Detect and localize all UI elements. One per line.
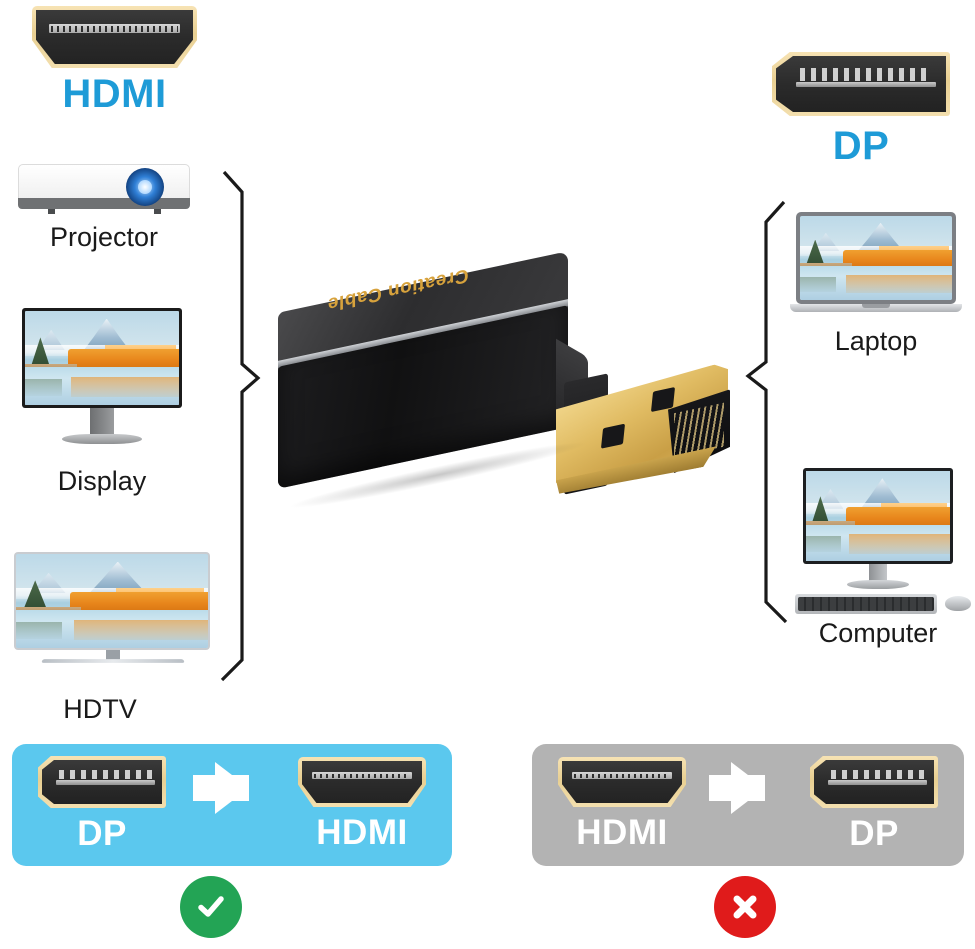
- hdtv-icon: [14, 552, 210, 672]
- arrow-right-icon: [193, 762, 249, 814]
- projector-icon: [18, 160, 190, 218]
- cross-circle-icon: [714, 876, 776, 938]
- unsupported-target-label: DP: [849, 814, 899, 853]
- monitor-icon: [22, 308, 182, 448]
- unsupported-direction-panel: HDMI DP: [532, 744, 964, 866]
- displayport-port-icon: [810, 756, 938, 808]
- hdmi-port-icon: [558, 757, 686, 807]
- displayport-port-icon: [772, 52, 950, 116]
- projector-label: Projector: [49, 222, 159, 252]
- output-bracket: [196, 166, 266, 686]
- brand-text: Creation Cable: [327, 263, 469, 315]
- input-bracket: [740, 196, 810, 628]
- displayport-port-label: DP: [832, 124, 890, 168]
- displayport-port-icon: [38, 756, 166, 808]
- hdtv-label: HDTV: [63, 694, 137, 724]
- hdmi-port-icon: [298, 757, 426, 807]
- unsupported-source-port: HDMI: [558, 757, 686, 853]
- laptop-icon: [790, 212, 962, 320]
- supported-target-port: HDMI: [298, 757, 426, 853]
- arrow-right-icon: [709, 762, 765, 814]
- dp-to-hdmi-adapter: Creation Cable: [270, 230, 730, 520]
- computer-label: Computer: [818, 618, 938, 648]
- hdmi-port-icon: [32, 6, 197, 68]
- supported-direction-panel: DP HDMI: [12, 744, 452, 866]
- hdmi-port-label: HDMI: [62, 72, 167, 116]
- supported-source-label: DP: [77, 814, 127, 853]
- supported-target-label: HDMI: [316, 813, 408, 852]
- supported-source-port: DP: [38, 756, 166, 854]
- desktop-computer-icon: [795, 468, 971, 616]
- monitor-label: Display: [57, 466, 147, 496]
- laptop-label: Laptop: [834, 326, 918, 356]
- unsupported-source-label: HDMI: [576, 813, 668, 852]
- check-circle-icon: [180, 876, 242, 938]
- unsupported-target-port: DP: [810, 756, 938, 854]
